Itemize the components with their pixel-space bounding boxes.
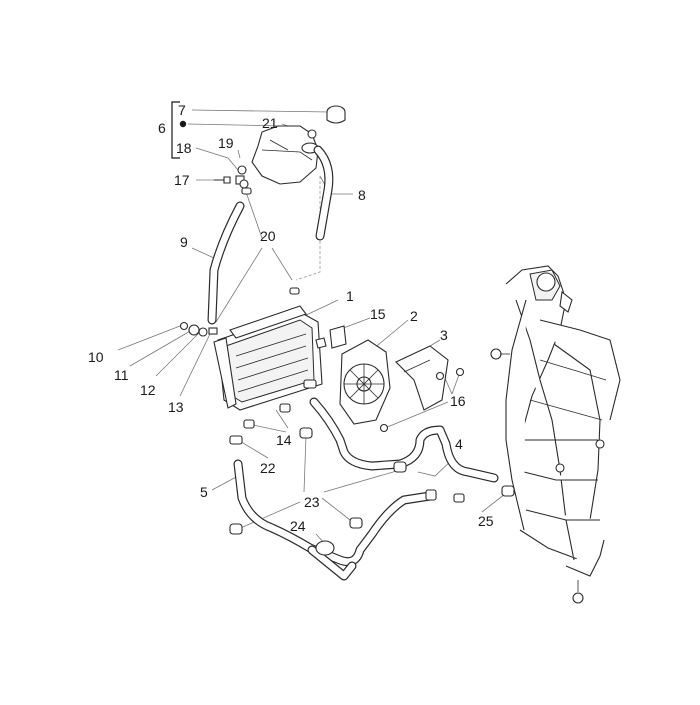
callout-1: 1 (346, 288, 354, 304)
callout-10: 10 (88, 349, 104, 365)
mounts-14 (243, 379, 317, 429)
callout-16: 16 (450, 393, 466, 409)
vehicle-frame (490, 265, 621, 604)
callout-22: 22 (260, 460, 276, 476)
callout-6: 6 (158, 120, 166, 136)
callout-25: 25 (478, 513, 494, 529)
callout-21: 21 (262, 115, 278, 131)
callout-11: 11 (114, 367, 129, 383)
callout-12: 12 (140, 382, 156, 398)
hose-8 (313, 145, 334, 241)
radiator (213, 305, 323, 411)
filler-cap (326, 105, 346, 124)
clamp-22 (229, 435, 243, 445)
callout-17: 17 (174, 172, 190, 188)
callout-8: 8 (358, 187, 366, 203)
callout-14: 14 (276, 432, 292, 448)
hose-5 (233, 459, 435, 581)
group-bracket (171, 101, 187, 159)
callout-4: 4 (455, 436, 463, 452)
callout-7: 7 (178, 102, 186, 118)
small-fittings (214, 129, 317, 189)
callout-2: 2 (410, 308, 418, 324)
callout-23: 23 (304, 494, 320, 510)
callout-18: 18 (176, 140, 192, 156)
cooling-fan (339, 339, 391, 425)
callout-20: 20 (260, 228, 276, 244)
hose-9 (207, 201, 245, 325)
callout-3: 3 (440, 327, 448, 343)
hose-4 (309, 397, 499, 483)
fasteners-left (179, 321, 218, 337)
callout-9: 9 (180, 234, 188, 250)
leader-lines (117, 109, 506, 545)
clamps-lower (229, 485, 515, 556)
callout-15: 15 (370, 306, 386, 322)
fan-shroud (379, 345, 465, 433)
callout-24: 24 (290, 518, 306, 534)
bracket-15 (315, 325, 347, 349)
callout-19: 19 (218, 135, 234, 151)
clamps-20 (241, 187, 300, 295)
callout-5: 5 (200, 484, 208, 500)
expansion-tank (251, 125, 319, 185)
clamp-23-upper (299, 427, 407, 473)
callout-13: 13 (168, 399, 184, 415)
